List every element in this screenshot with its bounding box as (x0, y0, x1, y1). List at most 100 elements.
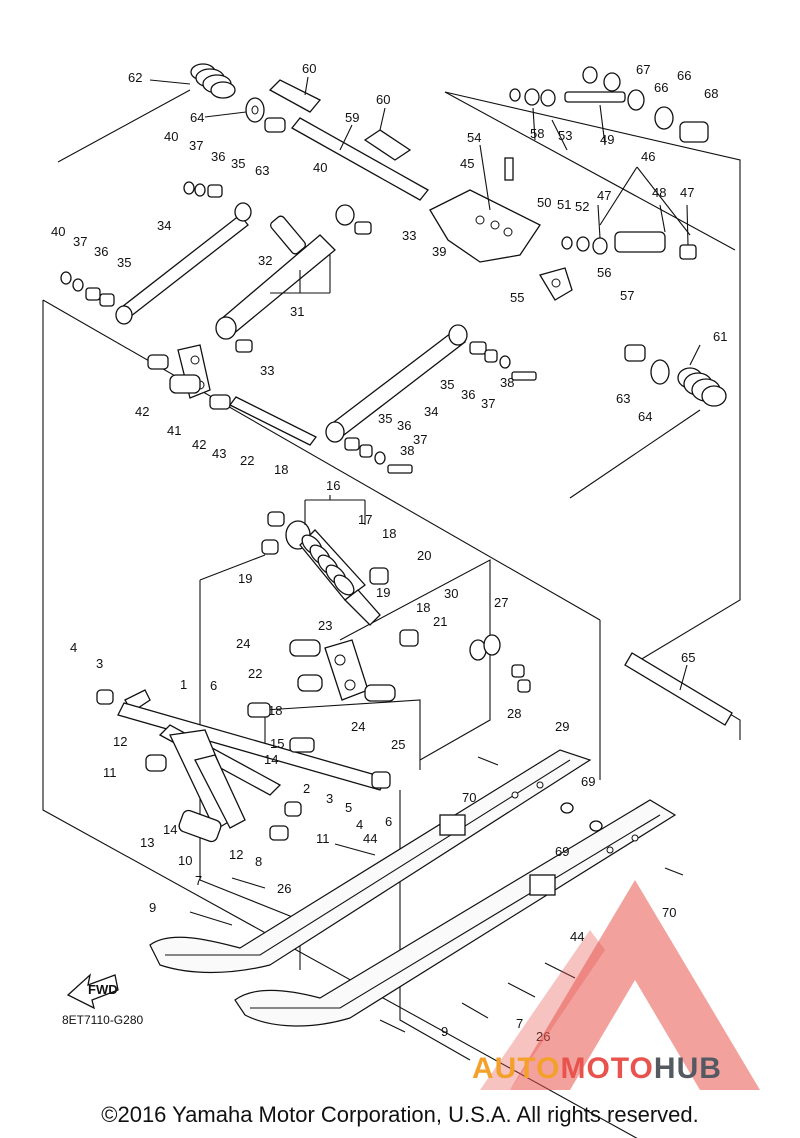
callout-label: 19 (376, 585, 390, 600)
callout-label: 64 (638, 409, 652, 424)
callout-label: 7 (516, 1016, 523, 1031)
callout-label: 42 (135, 404, 149, 419)
callout-label: 36 (461, 387, 475, 402)
callout-label: 7 (195, 873, 202, 888)
callout-label: 66 (677, 68, 691, 83)
callout-label: 46 (641, 149, 655, 164)
callout-label: 59 (345, 110, 359, 125)
callout-label: 61 (713, 329, 727, 344)
watermark-brand-part: AUTO (472, 1052, 561, 1085)
callout-label: 8 (255, 854, 262, 869)
callout-label: 22 (240, 453, 254, 468)
callout-label: 40 (51, 224, 65, 239)
callout-label: 37 (413, 432, 427, 447)
callout-label: 52 (575, 199, 589, 214)
callout-label: 3 (96, 656, 103, 671)
callout-label: 16 (326, 478, 340, 493)
callout-label: 4 (356, 817, 363, 832)
bracket-23 (289, 639, 396, 702)
callout-label: 44 (363, 831, 377, 846)
callout-label: 60 (376, 92, 390, 107)
callout-label: 37 (73, 234, 87, 249)
callout-label: 32 (258, 253, 272, 268)
callout-label: 12 (229, 847, 243, 862)
callout-label: 18 (268, 703, 282, 718)
callout-label: 21 (433, 614, 447, 629)
callout-label: 55 (510, 290, 524, 305)
callout-label: 18 (382, 526, 396, 541)
callout-label: 62 (128, 70, 142, 85)
callout-label: 37 (481, 396, 495, 411)
callout-label: 6 (385, 814, 392, 829)
shock-31 (215, 204, 372, 353)
callout-label: 12 (113, 734, 127, 749)
rear-shock-16 (261, 511, 419, 647)
fwd-label: FWD (88, 982, 118, 997)
adjuster-46 (561, 231, 697, 260)
forward-arrow-icon: FWD (66, 973, 119, 1010)
callout-label: 30 (444, 586, 458, 601)
callout-label: 33 (402, 228, 416, 243)
callout-label: 47 (597, 188, 611, 203)
callout-label: 36 (397, 418, 411, 433)
copyright-notice: ©2016 Yamaha Motor Corporation, U.S.A. A… (101, 1102, 699, 1127)
callout-label: 23 (318, 618, 332, 633)
callout-label: 9 (149, 900, 156, 915)
front-arm-1 (96, 689, 391, 843)
callout-label: 33 (260, 363, 274, 378)
callout-label: 11 (103, 765, 117, 780)
callout-label: 49 (600, 132, 614, 147)
callout-label: 68 (704, 86, 718, 101)
tube-65 (624, 652, 733, 726)
callout-label: 2 (303, 781, 310, 796)
callout-label: 40 (313, 160, 327, 175)
callout-label: 19 (238, 571, 252, 586)
callout-labels: 1 2 3 3 4 4 5 6 6 7 7 8 9 9 10 11 11 12 … (51, 61, 727, 1044)
callout-label: 6 (210, 678, 217, 693)
callout-label: 27 (494, 595, 508, 610)
slide-rail-right (234, 799, 677, 1027)
callout-label: 41 (167, 423, 181, 438)
diagram-code: 8ET7110-G280 (62, 1013, 144, 1027)
callout-label: 48 (652, 185, 666, 200)
callout-label: 67 (636, 62, 650, 77)
slide-rail-left (149, 749, 592, 974)
callout-label: 38 (500, 375, 514, 390)
link-34-middle (325, 324, 537, 474)
callout-label: 36 (94, 244, 108, 259)
callout-label: 35 (231, 156, 245, 171)
callout-label: 39 (432, 244, 446, 259)
callout-label: 25 (391, 737, 405, 752)
callout-label: 47 (680, 185, 694, 200)
callout-label: 5 (345, 800, 352, 815)
callout-label: 35 (117, 255, 131, 270)
callout-label: 70 (462, 790, 476, 805)
callout-label: 31 (290, 304, 304, 319)
callout-label: 35 (378, 411, 392, 426)
shaft-59 (268, 79, 429, 201)
collar-63-upper (264, 117, 286, 133)
callout-label: 54 (467, 130, 481, 145)
callout-label: 69 (555, 844, 569, 859)
callout-label: 29 (555, 719, 569, 734)
callout-label: 43 (212, 446, 226, 461)
plate-41 (147, 344, 317, 446)
torsion-spring-right (569, 344, 727, 499)
callout-label: 26 (277, 881, 291, 896)
rod-49 (509, 66, 709, 143)
callout-label: 24 (351, 719, 365, 734)
callout-label: 18 (274, 462, 288, 477)
callout-label: 42 (192, 437, 206, 452)
callout-label: 58 (530, 126, 544, 141)
callout-label: 64 (190, 110, 204, 125)
watermark-brand-part: HUB (653, 1052, 722, 1085)
callout-label: 14 (264, 752, 278, 767)
automotohub-logo-icon (480, 880, 760, 1090)
callout-label: 3 (326, 791, 333, 806)
callout-label: 20 (417, 548, 431, 563)
callout-label: 40 (164, 129, 178, 144)
callout-label: 50 (537, 195, 551, 210)
callout-label: 9 (441, 1024, 448, 1039)
leader-lines (149, 76, 701, 691)
